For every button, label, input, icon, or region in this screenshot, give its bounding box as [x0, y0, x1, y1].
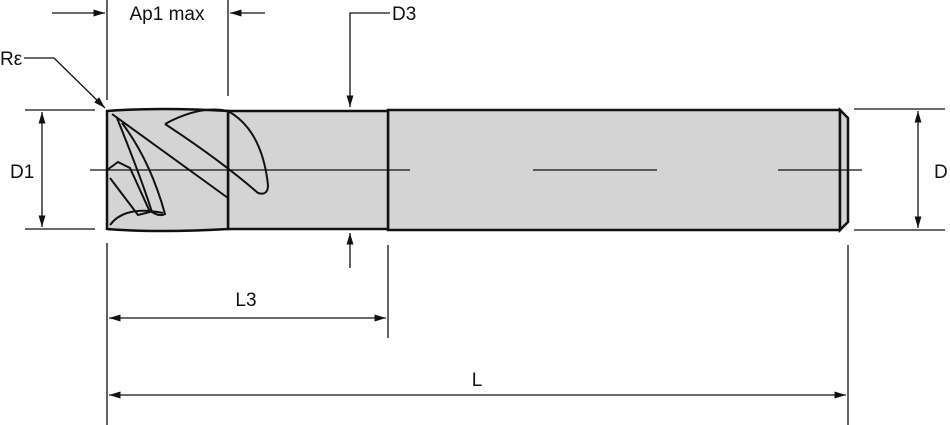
- r-epsilon-label: Rε: [0, 49, 23, 70]
- d-label: D: [934, 162, 948, 183]
- d1-label: D1: [10, 162, 34, 183]
- d-dimension: D: [854, 108, 948, 231]
- corner-radius-dimension: Rε: [0, 49, 106, 109]
- l-label: L: [472, 370, 483, 391]
- l-dimension: L: [109, 245, 849, 425]
- ap1-max-dimension: Ap1 max: [52, 0, 265, 100]
- l3-dimension: L3: [106, 243, 389, 425]
- d1-dimension: D1: [10, 109, 95, 230]
- d3-label: D3: [392, 4, 416, 25]
- ap1-max-label: Ap1 max: [130, 4, 205, 25]
- d3-dimension: D3: [346, 4, 416, 268]
- l3-label: L3: [235, 290, 256, 311]
- flutes: [106, 108, 270, 226]
- tool-body: [105, 106, 850, 234]
